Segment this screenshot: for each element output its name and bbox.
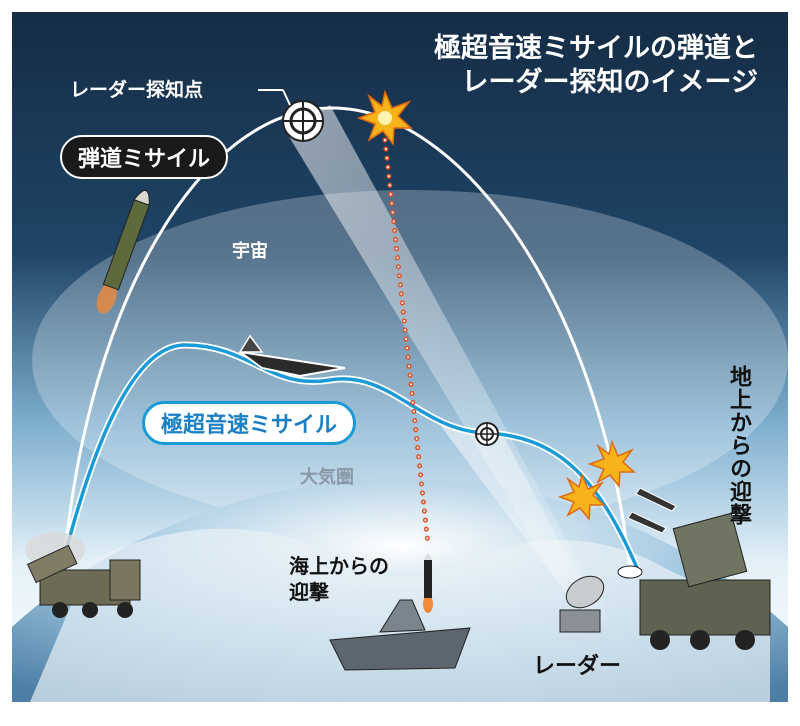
sea-interception-line-1: 海上からの xyxy=(289,554,389,578)
ballistic-trajectory xyxy=(63,106,632,571)
radar-label: レーダー xyxy=(533,654,622,679)
ballistic-missile-icon xyxy=(96,190,150,314)
title-line-2: レーダー探知のイメージ xyxy=(461,67,758,98)
hypersonic-trajectory xyxy=(63,343,642,576)
atmosphere-glow xyxy=(32,190,788,530)
launcher-truck-icon xyxy=(25,532,141,618)
sea-interception-line-2: 迎撃 xyxy=(289,580,329,604)
radar-detection-point-label: レーダー探知点 xyxy=(70,79,204,101)
ground-interceptor-icon xyxy=(627,487,677,534)
ground-interception-label: 地上からの迎撃 xyxy=(726,365,751,526)
sea-interception-label: 海上からの 迎撃 xyxy=(289,553,389,605)
explosion-icon xyxy=(587,439,636,488)
impact-point xyxy=(617,565,643,579)
title-line-1: 極超音速ミサイルの弾道と xyxy=(434,33,758,64)
hypersonic-missile-label: 極超音速ミサイル xyxy=(142,401,357,445)
atmosphere-label: 大気圏 xyxy=(300,467,354,488)
warship-icon xyxy=(329,599,471,671)
radar-detection-point-icon xyxy=(282,100,324,142)
radar-beam xyxy=(440,425,605,625)
ground-interceptor-launcher-icon xyxy=(639,512,771,650)
explosion-icon xyxy=(356,89,413,147)
space-label: 宇宙 xyxy=(232,241,268,262)
hypersonic-detection-point-icon xyxy=(475,422,499,446)
radar-point-leader-line xyxy=(258,89,291,106)
ballistic-missile-label: 弾道ミサイル xyxy=(60,135,229,179)
sea-interceptor-missile-icon xyxy=(423,554,433,613)
hypersonic-glide-vehicle-icon xyxy=(238,334,346,378)
diagram-title: 極超音速ミサイルの弾道と レーダー探知のイメージ xyxy=(434,32,758,100)
explosion-icon xyxy=(557,472,606,521)
radar-installation-icon xyxy=(559,575,605,633)
